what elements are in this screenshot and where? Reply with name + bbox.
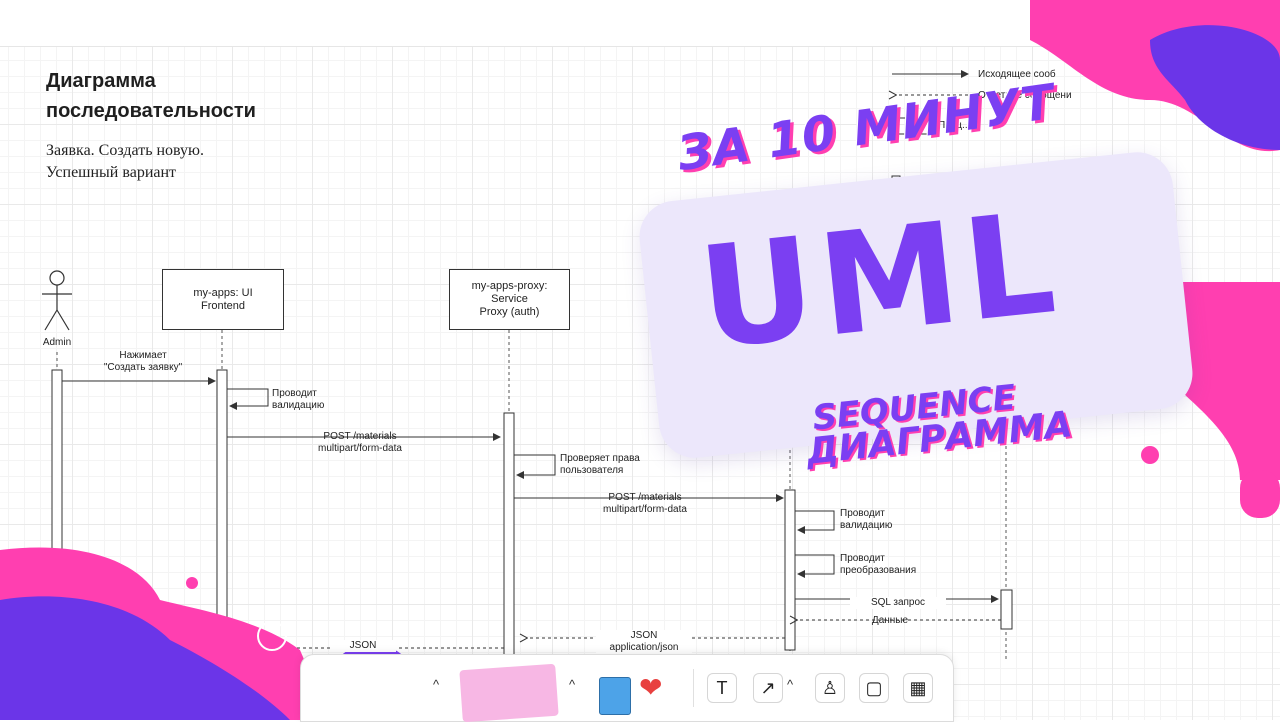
message-data-label: Данные	[871, 615, 909, 626]
proxy-line-1: my-apps-proxy:	[471, 280, 548, 292]
post1-line-1: POST /materials	[323, 431, 397, 442]
participant-proxy[interactable]: my-apps-proxy: Service Proxy (auth)	[449, 269, 570, 330]
click-line-2: "Создать заявку"	[103, 362, 183, 373]
validate1-line-1: Проводит	[272, 388, 317, 399]
message-post-2-label: POST /materials multipart/form-data	[585, 492, 705, 516]
post1-line-2: multipart/form-data	[318, 443, 402, 454]
message-sql-label: SQL запрос	[850, 597, 946, 609]
post2-line-1: POST /materials	[608, 492, 682, 503]
stamp-tool-button[interactable]: ♙	[815, 673, 845, 703]
json-line-1: JSON	[630, 630, 658, 641]
validate1-line-2: валидацию	[272, 400, 325, 411]
frame-tool-button[interactable]: ▢	[859, 673, 889, 703]
transform-line-1: Проводит	[840, 553, 885, 564]
legend-third: Проц...	[938, 120, 971, 131]
subtitle-line-1: Заявка. Создать новую.	[46, 142, 205, 159]
rights-line-1: Проверяет права	[560, 453, 640, 464]
actor-label: Admin	[42, 337, 72, 348]
message-validate-2-label: Проводит валидацию	[840, 508, 892, 532]
message-validate-1-label: Проводит валидацию	[272, 388, 324, 412]
table-tool-button[interactable]: ▦	[903, 673, 933, 703]
message-post-1-label: POST /materials multipart/form-data	[300, 431, 420, 455]
participant-frontend[interactable]: my-apps: UI Frontend	[162, 269, 284, 330]
message-transform-label: Проводит преобразования	[840, 553, 916, 577]
proxy-line-3: Proxy (auth)	[479, 306, 540, 318]
frontend-line-1: my-apps: UI	[193, 286, 253, 299]
post2-line-2: multipart/form-data	[603, 504, 687, 515]
diagram-title: Диаграмма последовательности	[46, 70, 256, 122]
activation-bars	[51, 369, 1013, 671]
bottom-toolbar: ^ ^ ❤ T ↗ ^ ♙ ▢ ▦	[300, 654, 954, 722]
transform-line-2: преобразования	[840, 565, 917, 576]
click-line-1: Нажимает	[119, 350, 167, 361]
frontend-line-2: Frontend	[200, 299, 245, 312]
arrow-tool-button[interactable]: ↗	[753, 673, 783, 703]
legend-outgoing: Исходящее сооб	[978, 69, 1056, 80]
subtitle-line-2: Успешный вариант	[46, 164, 177, 181]
validate2-line-2: валидацию	[840, 520, 893, 531]
arrow-chevron-icon[interactable]: ^	[787, 677, 794, 692]
json-line-2: application/json	[609, 642, 679, 653]
message-json-bottom-label: JSON	[330, 640, 396, 652]
validate2-line-1: Проводит	[840, 508, 885, 519]
sticky-notes-icon[interactable]	[459, 663, 559, 722]
shape-chevron-icon[interactable]: ^	[433, 677, 440, 692]
text-tool-button[interactable]: T	[707, 673, 737, 703]
message-json-label: JSON application/json	[596, 630, 692, 654]
legend-reply: Ответное сообщени	[978, 90, 1072, 101]
heart-sticker-icon[interactable]: ❤	[639, 672, 663, 703]
message-click-label: Нажимает "Создать заявку"	[86, 350, 200, 374]
proxy-line-2: Service	[491, 293, 528, 305]
toolbar-divider	[693, 669, 694, 707]
template-icon[interactable]	[599, 677, 631, 715]
actor-figure	[42, 270, 72, 331]
message-rights-label: Проверяет права пользователя	[560, 453, 640, 477]
diagram-subtitle: Заявка. Создать новую. Успешный вариант	[46, 140, 346, 184]
sticky-chevron-icon[interactable]: ^	[569, 677, 576, 692]
rights-line-2: пользователя	[560, 465, 624, 476]
